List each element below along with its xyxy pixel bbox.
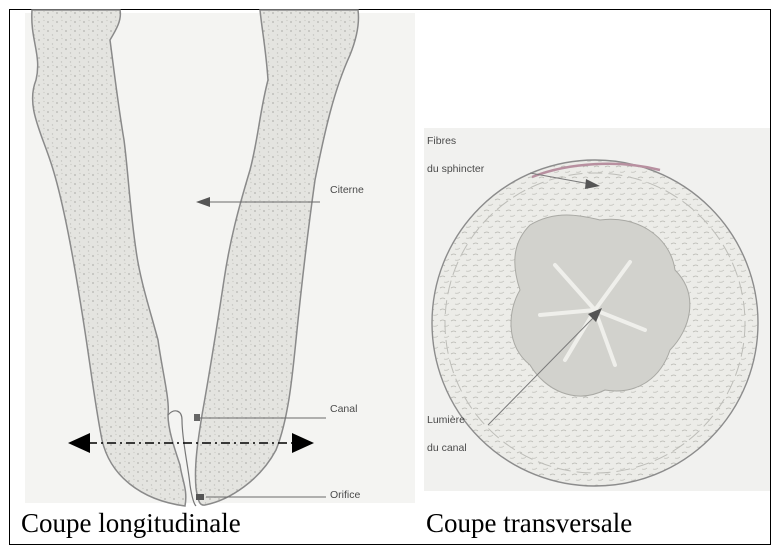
fibres-label-line2: du sphincter (427, 163, 485, 175)
longitudinal-caption: Coupe longitudinale (21, 508, 241, 539)
anatomy-illustration: Citerne Canal Orifice Fibres du sphi (10, 10, 772, 546)
teat-left-wall (32, 10, 186, 506)
citerne-label: Citerne (330, 184, 364, 196)
canal-label: Canal (330, 403, 357, 415)
lumiere-label-line1: Lumière (427, 414, 465, 426)
fibres-label-line1: Fibres (427, 135, 456, 147)
figure-frame: Citerne Canal Orifice Fibres du sphi (9, 9, 771, 545)
transversal-caption: Coupe transversale (426, 508, 632, 539)
teat-right-wall (195, 10, 358, 505)
lumiere-label-line2: du canal (427, 442, 467, 454)
orifice-label: Orifice (330, 489, 360, 501)
